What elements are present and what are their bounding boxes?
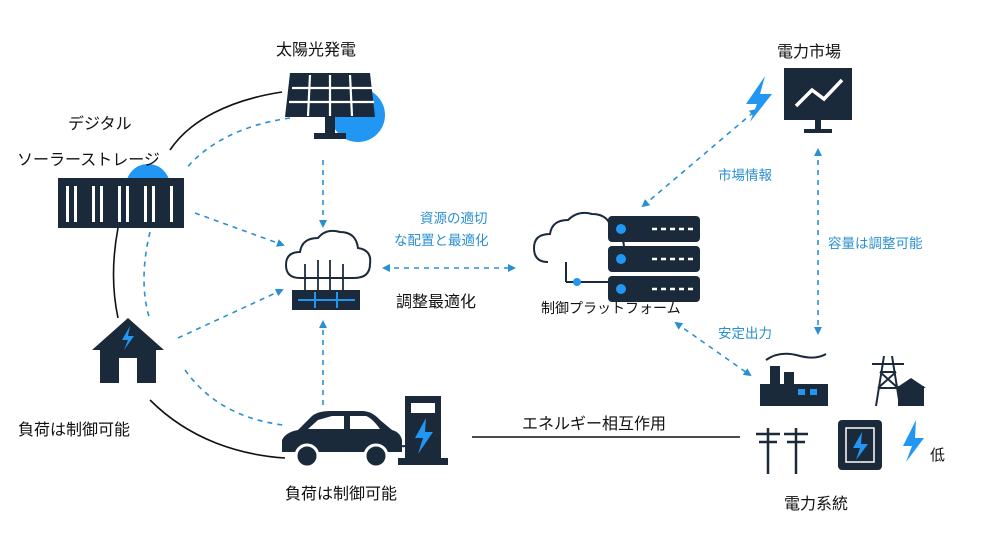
hub-platform-label-2: な配置と最適化 [394,233,489,249]
platform-market-arrow [641,108,758,208]
platform-grid-label: 安定出力 [718,326,772,342]
market-label: 電力市場 [777,42,842,61]
solar-panel-icon [285,73,385,142]
platform-label: 制御プラットフォーム [541,301,681,317]
hub-label: 調整最適化 [396,292,477,311]
charger-icon [398,396,448,465]
utility-pole-icon [756,428,808,474]
transformer-icon [838,420,882,470]
cloud-hub-icon [284,229,372,310]
grid-low-label: 低 [930,446,946,464]
grid-lightning-icon [903,420,924,462]
storage-hub-arrow [194,212,285,247]
lightning-icon [746,76,772,122]
storage-container-icon [58,164,184,228]
ev-grid-label: エネルギー相互作用 [522,414,667,433]
solar-storage-dash [184,117,291,171]
ev-car-icon [282,411,410,469]
house-hub-arrow [177,288,284,339]
platform-market-label: 市場情報 [718,168,772,184]
storage-house-dash [143,231,151,321]
ev-label: 負荷は制御可能 [285,484,398,503]
house-ev-arc [149,399,286,459]
power-plant-icon [760,352,828,406]
market-board-icon [784,68,852,133]
grid-label: 電力系統 [784,494,849,513]
solar-storage-arc [169,91,283,151]
house-ev-dash [184,369,284,426]
house-icon [92,318,164,383]
pylon-icon [872,355,926,407]
solar-label: 太陽光発電 [276,40,357,59]
market-grid-label: 容量は調整可能 [828,236,923,252]
server-icon [532,211,700,302]
storage-house-arc [112,227,119,319]
hub-platform-label-1: 資源の適切 [420,211,488,227]
storage-label-line2: ソーラーストレージ [17,150,160,169]
house-label: 負荷は制御可能 [18,420,131,439]
storage-label-line1: デジタル [68,114,132,133]
